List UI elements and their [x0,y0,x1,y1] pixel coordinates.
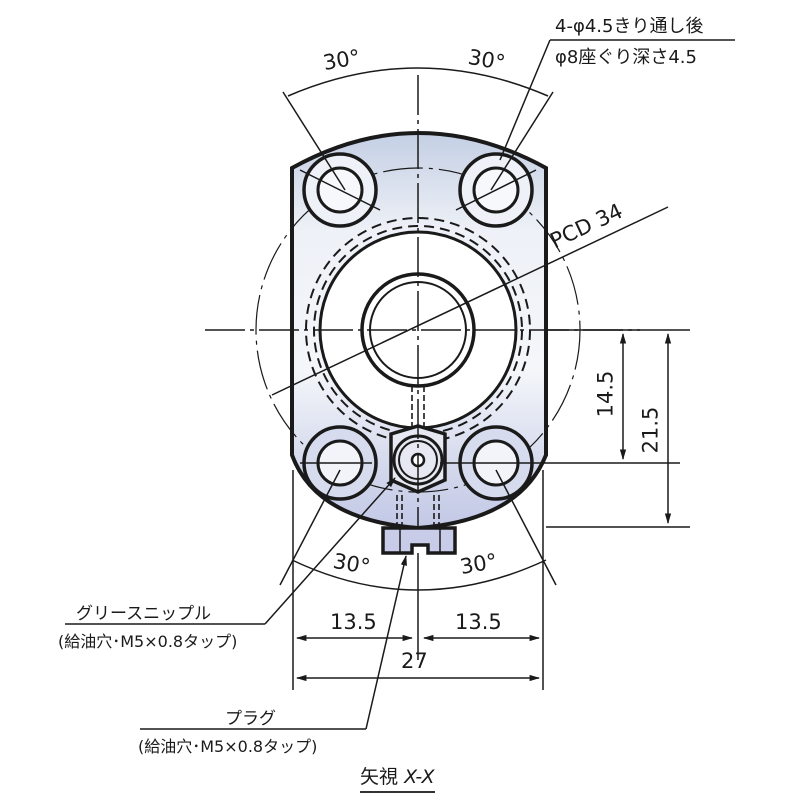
holes-callout-line2: φ8座ぐり深さ4.5 [555,47,697,68]
pcd-leader [271,206,669,396]
height-dims [546,329,690,528]
plug-plate [381,526,457,555]
grease-nipple-label: グリースニップル [76,604,212,624]
view-title: 矢視 X-X [360,762,435,793]
plug-sublabel: (給油穴･M5×0.8タップ) [138,737,318,756]
view-label: 矢視 [360,766,399,788]
width-label-total: 27 [401,649,428,673]
plug-label: プラグ [225,709,276,729]
angle-dims-bottom [279,469,557,591]
view-name: X-X [404,766,435,788]
height-label-inner: 14.5 [593,370,618,418]
angle-dims-top [282,39,735,191]
holes-callout-line1: 4-φ4.5きり通し後 [555,16,704,37]
height-label-outer: 21.5 [638,406,663,454]
grease-nipple-sublabel: (給油穴･M5×0.8タップ) [58,632,238,651]
width-label-right: 13.5 [455,610,502,634]
leader-lines [65,477,407,730]
width-label-left: 13.5 [330,610,377,634]
width-dims [292,470,544,690]
